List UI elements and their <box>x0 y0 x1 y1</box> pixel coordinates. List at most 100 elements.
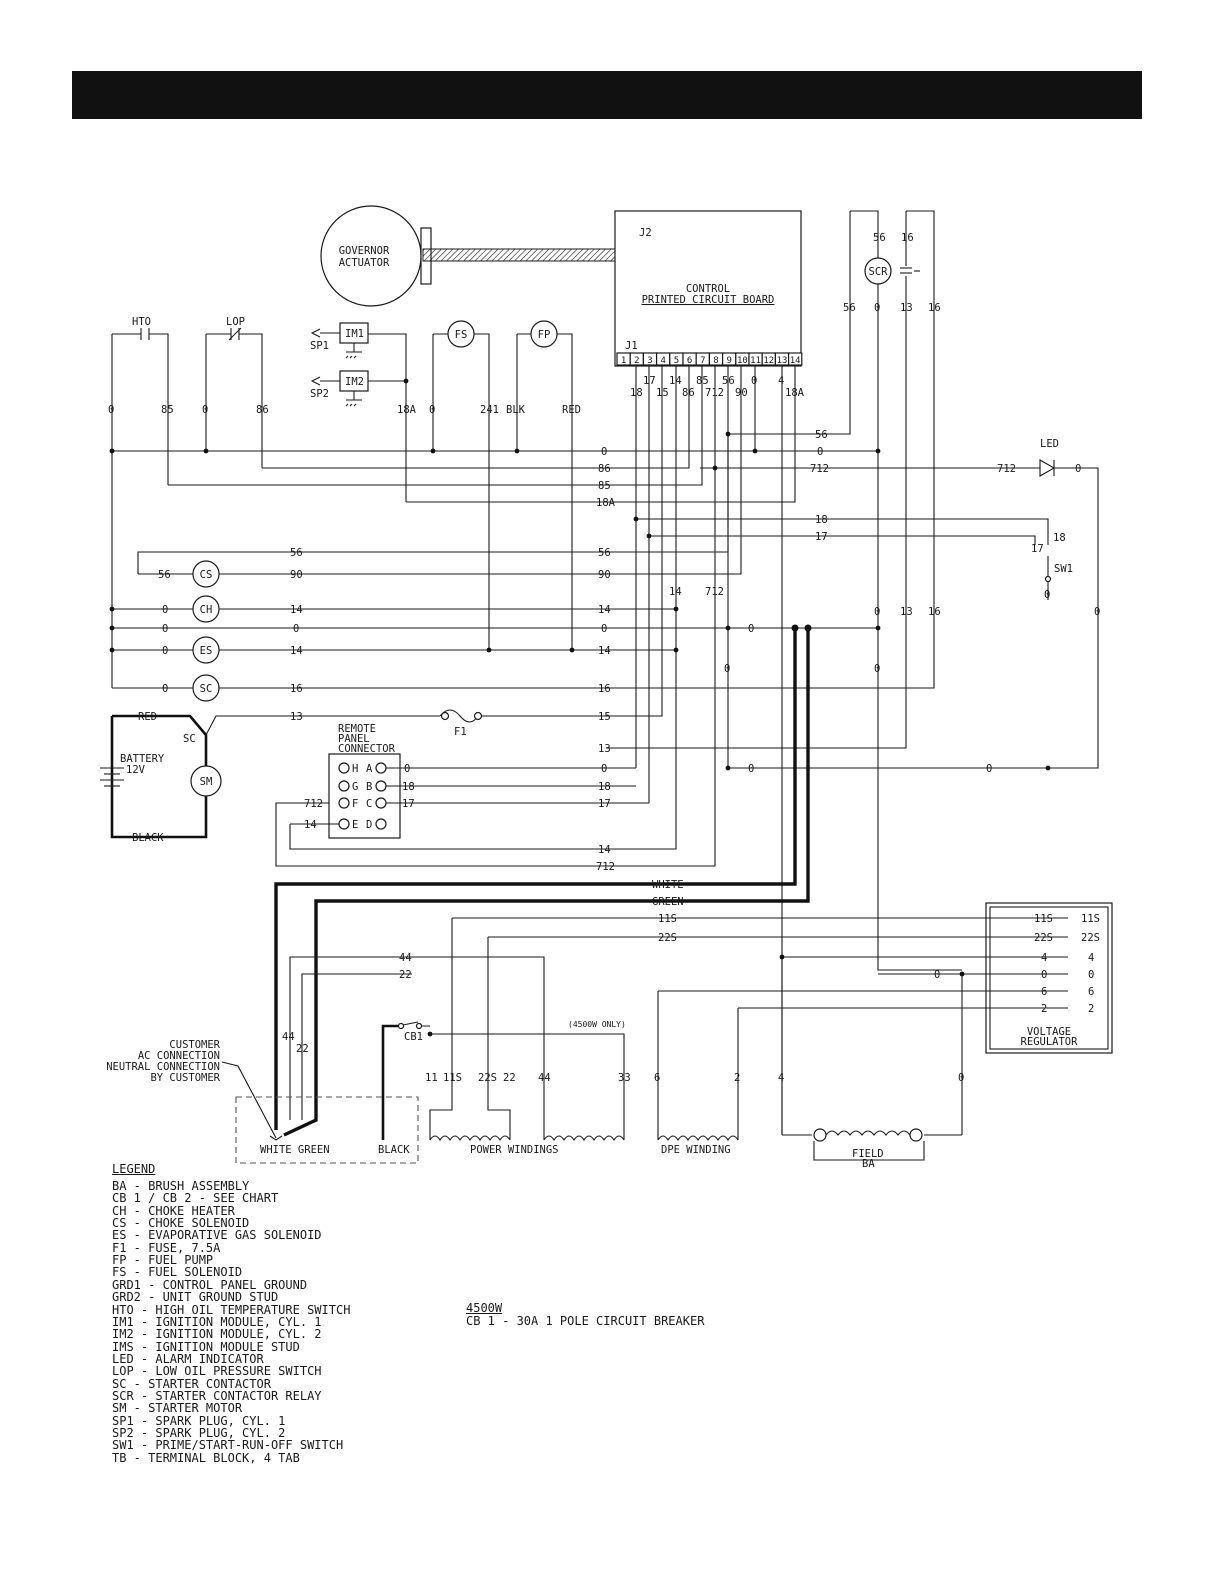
remote-panel-connector: REMOTE PANEL CONNECTOR H A G B F C E D 0… <box>290 723 992 873</box>
wire-label-0: 0 <box>748 763 754 775</box>
junction-dot <box>633 516 639 522</box>
wire-label-0: 0 <box>986 763 992 775</box>
wire-label-6: 6 <box>654 1072 660 1084</box>
wire-label-6: 6 <box>1041 986 1047 998</box>
im1-label: IM1 <box>345 328 364 340</box>
remote-label-2: PANEL <box>338 733 370 745</box>
pin-b: B <box>366 781 372 793</box>
wire-label-16: 16 <box>901 232 914 244</box>
cs-label: CS <box>200 569 213 581</box>
wire-label-6: 6 <box>1088 986 1094 998</box>
wire-label-2: 2 <box>1088 1003 1094 1015</box>
j1-pin-label: 10 <box>737 356 748 366</box>
control-label-2: PRINTED CIRCUIT BOARD <box>642 294 775 306</box>
wire-label-18: 18 <box>402 781 415 793</box>
wire-label-90: 90 <box>598 569 611 581</box>
cb-chart-title: 4500W <box>466 1301 503 1315</box>
customer-note-2: AC CONNECTION <box>138 1050 220 1062</box>
wire-label-0: 0 <box>874 302 880 314</box>
wire-label-0: 0 <box>874 663 880 675</box>
pin-h: H <box>352 763 358 775</box>
junction-dot <box>725 625 731 631</box>
lop-label: LOP <box>226 316 245 328</box>
j1-pin-label: 14 <box>790 356 801 366</box>
es-label: ES <box>200 645 213 657</box>
wire-label-44: 44 <box>399 952 412 964</box>
junction-dot <box>109 647 115 653</box>
battery-group: SM BATTERY 12V RED BLACK SC 13 F1 15 13 <box>100 709 611 844</box>
wire-label-18a: 18A <box>397 404 417 416</box>
pin-c: C <box>366 798 372 810</box>
vr-label-2: REGULATOR <box>1021 1036 1079 1048</box>
j1-pin-label: 3 <box>647 356 652 366</box>
junction-dot <box>1045 765 1051 771</box>
junction-dots <box>109 378 1051 1037</box>
legend-entry: F1 - FUSE, 7.5A <box>112 1240 221 1255</box>
sw1-label: SW1 <box>1054 563 1073 575</box>
sc-label: SC <box>200 683 213 695</box>
dpe-winding-label: DPE WINDING <box>661 1144 731 1156</box>
wire-label-17: 17 <box>598 798 611 810</box>
junction-dot <box>791 624 799 632</box>
ch-label: CH <box>200 604 213 616</box>
wire-label-90: 90 <box>290 569 303 581</box>
wire-label-241: 241 <box>480 404 499 416</box>
led-label: LED <box>1040 438 1059 450</box>
governor-label-1: GOVERNOR <box>339 245 390 257</box>
legend-entry: IMS - IGNITION MODULE STUD <box>112 1339 300 1354</box>
wire-label-17: 17 <box>1031 543 1044 555</box>
legend-entry: SC - STARTER CONTACTOR <box>112 1376 271 1391</box>
junction-dot <box>725 431 731 437</box>
legend-entry: SP2 - SPARK PLUG, CYL. 2 <box>112 1426 286 1440</box>
wire-label-712: 712 <box>997 463 1016 475</box>
wire-label-13: 13 <box>598 743 611 755</box>
wire-label-0: 0 <box>748 623 754 635</box>
coil-group: CS CH ES SC 56 56 56 90 90 14 14 14 14 1… <box>138 547 754 702</box>
wire-label-15: 15 <box>656 387 669 399</box>
wire-label-0: 0 <box>934 969 940 981</box>
wire-label-14: 14 <box>669 586 682 598</box>
pin-a: A <box>366 763 373 775</box>
wire-label-14: 14 <box>598 604 611 616</box>
cb1-label: CB1 <box>404 1031 423 1043</box>
legend-entry: IM2 - IGNITION MODULE, CYL. 2 <box>112 1327 322 1342</box>
fp-label: FP <box>538 329 551 341</box>
j1-wires: 17 14 85 56 0 4 18 15 86 712 90 18A 14 7… <box>137 366 805 1135</box>
wire-label-0: 0 <box>601 446 607 458</box>
junction-dot <box>673 606 679 612</box>
wire-label-22: 22 <box>399 969 412 981</box>
wire-label-0: 0 <box>202 404 208 416</box>
wire-label-green: GREEN <box>652 896 684 908</box>
wire-label-0: 0 <box>162 683 168 695</box>
wire-label-22: 22 <box>296 1043 309 1055</box>
wire-label-0: 0 <box>1094 606 1100 618</box>
wire-label-18: 18 <box>815 514 828 526</box>
sp1-label: SP1 <box>310 340 329 352</box>
legend-entry: TB - TERMINAL BLOCK, 4 TAB <box>112 1450 300 1465</box>
fs-label: FS <box>455 329 468 341</box>
wire-label-14: 14 <box>669 375 682 387</box>
fuel-group: FS FP 0 241 BLK RED <box>429 320 581 650</box>
wire-label-44: 44 <box>538 1072 551 1084</box>
voltage-regulator: VOLTAGE REGULATOR 11S 22S 11S 11S 22S 22… <box>452 902 1113 1054</box>
wire-label-0: 0 <box>162 645 168 657</box>
im2-label: IM2 <box>345 376 364 388</box>
junction-dot <box>725 765 731 771</box>
legend-entry: FS - FUEL SOLENOID <box>112 1265 243 1280</box>
wire-label-0: 0 <box>874 606 880 618</box>
vr-label-1: VOLTAGE <box>1027 1026 1071 1038</box>
legend-entry: BA - BRUSH ASSEMBLY <box>112 1179 250 1193</box>
wire-label-red: RED <box>138 711 157 723</box>
wire-label-712: 712 <box>304 798 323 810</box>
j1-pin-label: 4 <box>660 356 665 366</box>
customer-note-4: BY CUSTOMER <box>150 1072 220 1084</box>
pin-g: G <box>352 781 358 793</box>
sp2-label: SP2 <box>310 388 329 400</box>
field-label: FIELD <box>852 1148 884 1160</box>
4500w-only-label: (4500W ONLY) <box>568 1020 626 1029</box>
legend-entry: LED - ALARM INDICATOR <box>112 1351 264 1366</box>
wire-label-0: 0 <box>751 375 757 387</box>
governor-label-2: ACTUATOR <box>339 257 390 269</box>
wire-label-33: 33 <box>618 1072 631 1084</box>
